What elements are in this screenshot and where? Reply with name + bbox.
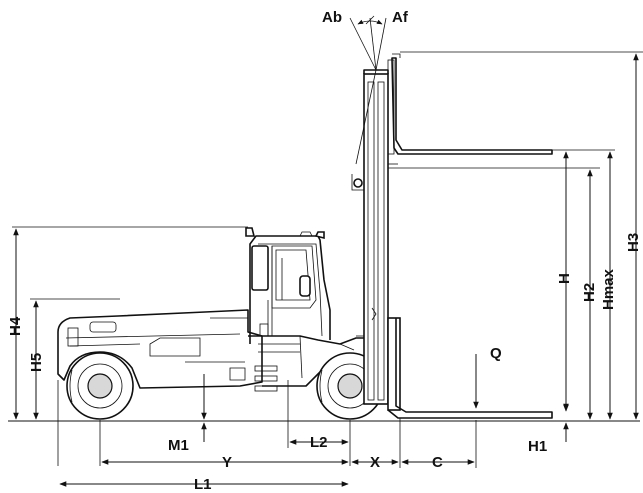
label-q: Q: [490, 345, 502, 362]
label-y: Y: [222, 454, 232, 471]
label-h5: H5: [28, 353, 45, 372]
label-h1: H1: [528, 438, 547, 455]
height-dimensions: [12, 51, 643, 442]
label-l1: L1: [194, 476, 212, 493]
label-x: X: [370, 454, 380, 471]
label-ab: Ab: [322, 9, 342, 26]
length-dimensions: [57, 374, 477, 487]
label-h3: H3: [625, 233, 642, 252]
label-hmax: Hmax: [600, 268, 617, 310]
label-l2: L2: [310, 434, 328, 451]
forklift-truck: [57, 227, 384, 420]
label-h2: H2: [581, 283, 598, 302]
label-c: C: [432, 454, 443, 471]
tilt-angle-indicator: [349, 15, 387, 165]
label-m1: M1: [168, 437, 189, 454]
label-h: H: [556, 273, 573, 284]
label-h4: H4: [7, 316, 24, 336]
mast: [351, 53, 553, 419]
label-af: Af: [392, 9, 409, 26]
